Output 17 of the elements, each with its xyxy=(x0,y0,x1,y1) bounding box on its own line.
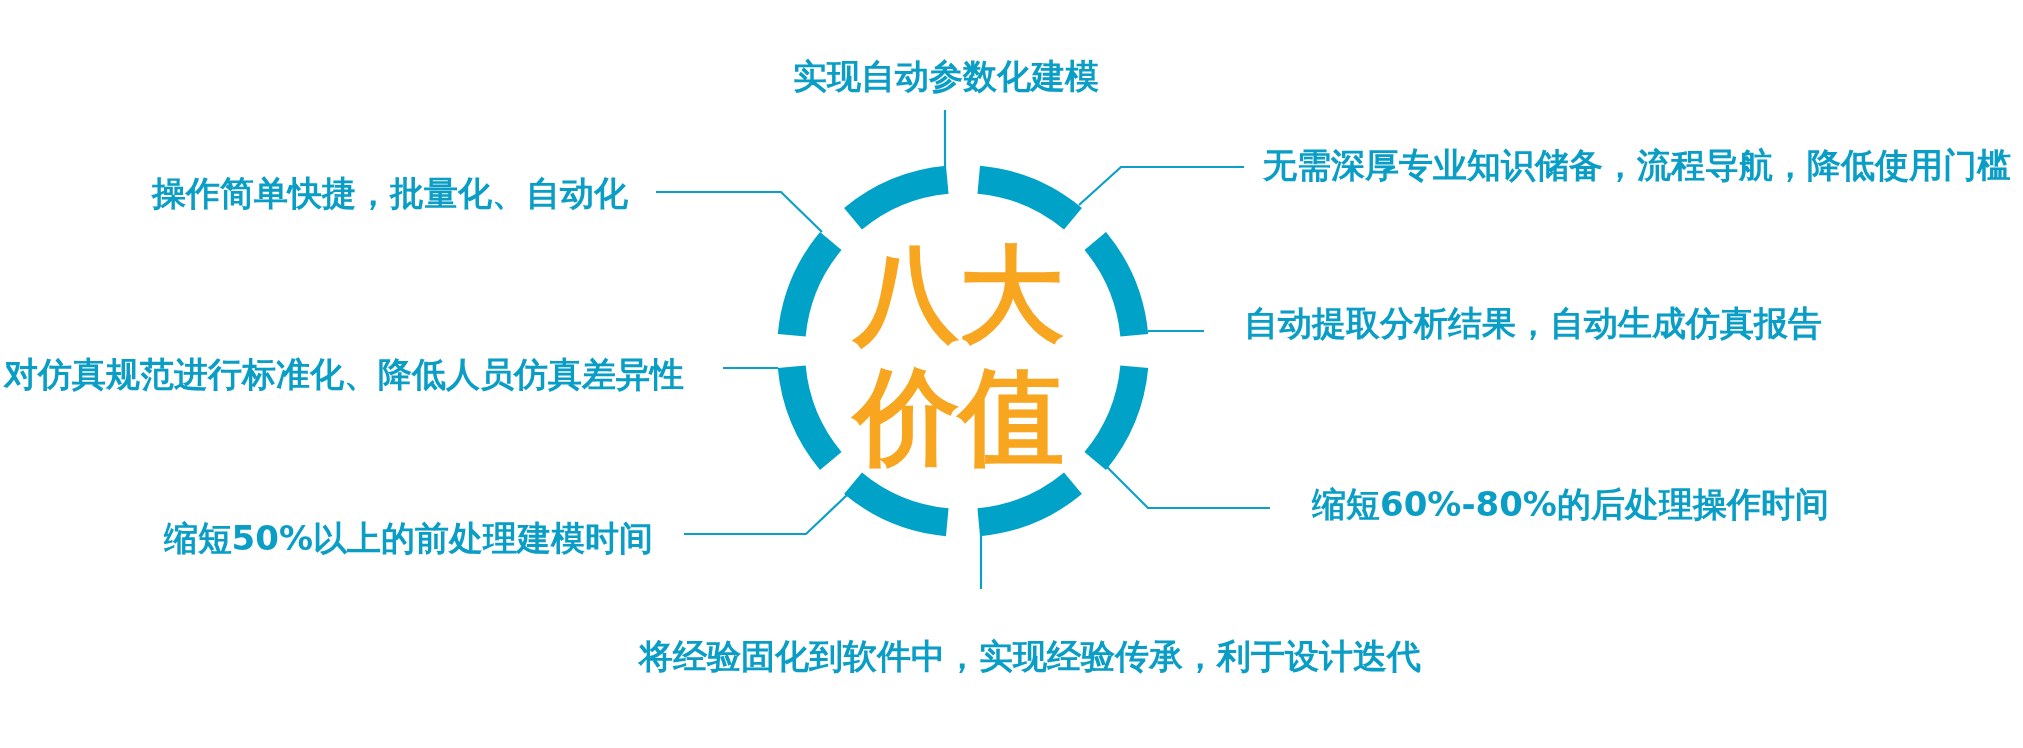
callout-text: 无需深厚专业知识储备，流程导航，降低使用门槛 xyxy=(1263,145,2011,185)
leader-line xyxy=(723,366,778,370)
callout-text: 缩短50%以上的前处理建模时间 xyxy=(163,518,653,558)
leader-line xyxy=(684,494,848,536)
callout-text: 操作简单快捷，批量化、自动化 xyxy=(152,173,628,213)
center-title: 八大价值 xyxy=(851,234,1067,478)
leader-line xyxy=(656,190,823,233)
callout-text: 自动提取分析结果，自动生成仿真报告 xyxy=(1244,303,1822,343)
leader-line xyxy=(943,110,947,168)
leader-line xyxy=(1106,466,1270,510)
callout-text: 缩短60%-80%的后处理操作时间 xyxy=(1312,484,1829,524)
leader-line xyxy=(1148,329,1204,333)
leader-line xyxy=(979,536,983,589)
callout-text: 对仿真规范进行标准化、降低人员仿真差异性 xyxy=(4,354,684,394)
callout-text: 将经验固化到软件中，实现经验传承，利于设计迭代 xyxy=(639,636,1421,676)
leader-line xyxy=(1078,165,1244,206)
callout-text: 实现自动参数化建模 xyxy=(793,56,1099,96)
